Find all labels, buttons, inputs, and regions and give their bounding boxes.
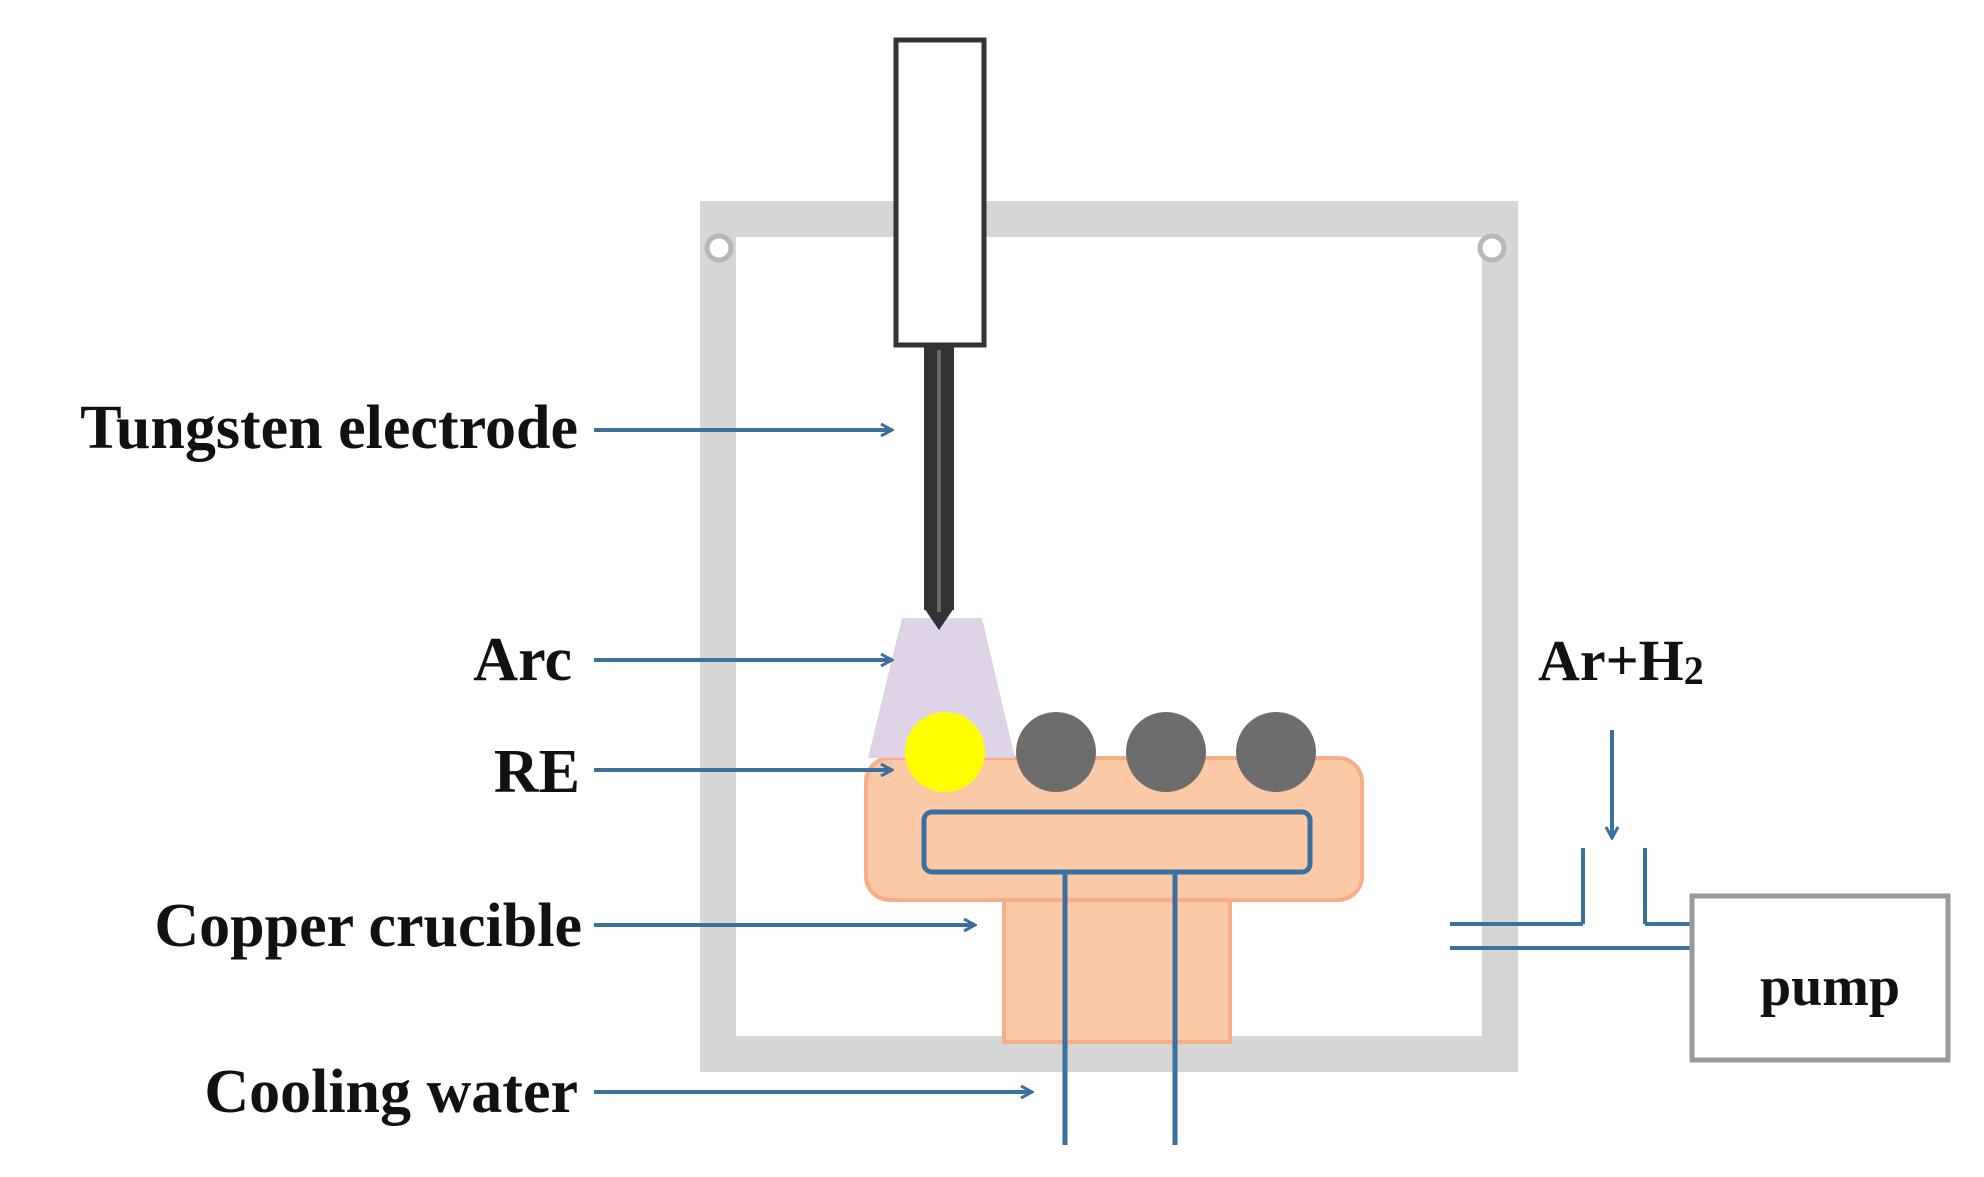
vacuum-chamber	[700, 201, 1518, 1072]
pump-label: pump	[1760, 956, 1900, 1018]
cooling-water-label: Cooling water	[204, 1058, 578, 1126]
gas-label-main: Ar+H	[1538, 628, 1684, 693]
re-sample	[905, 712, 985, 792]
sample-3	[1236, 712, 1316, 792]
tungsten-electrode-label: Tungsten electrode	[80, 394, 578, 462]
copper-crucible-label: Copper crucible	[154, 892, 582, 960]
gas-label: Ar+H2	[1538, 628, 1704, 693]
gas-piping	[1450, 848, 1692, 950]
electrode-holder	[893, 37, 987, 348]
cooling-channel	[921, 809, 1313, 875]
crucible-top	[864, 756, 1364, 902]
re-label: RE	[494, 738, 580, 806]
sample-1	[1016, 712, 1096, 792]
electrode-tip	[924, 608, 954, 630]
sample-2	[1126, 712, 1206, 792]
crucible-stem	[1002, 882, 1232, 1044]
pump-box	[1689, 893, 1951, 1063]
gas-label-subscript: 2	[1684, 648, 1704, 693]
chamber-hinge-left	[704, 233, 734, 263]
tungsten-electrode	[893, 37, 987, 630]
chamber-hinge-right	[1477, 233, 1507, 263]
copper-crucible	[864, 756, 1364, 1044]
arc-label: Arc	[473, 626, 572, 694]
arc-plasma	[868, 618, 1015, 758]
